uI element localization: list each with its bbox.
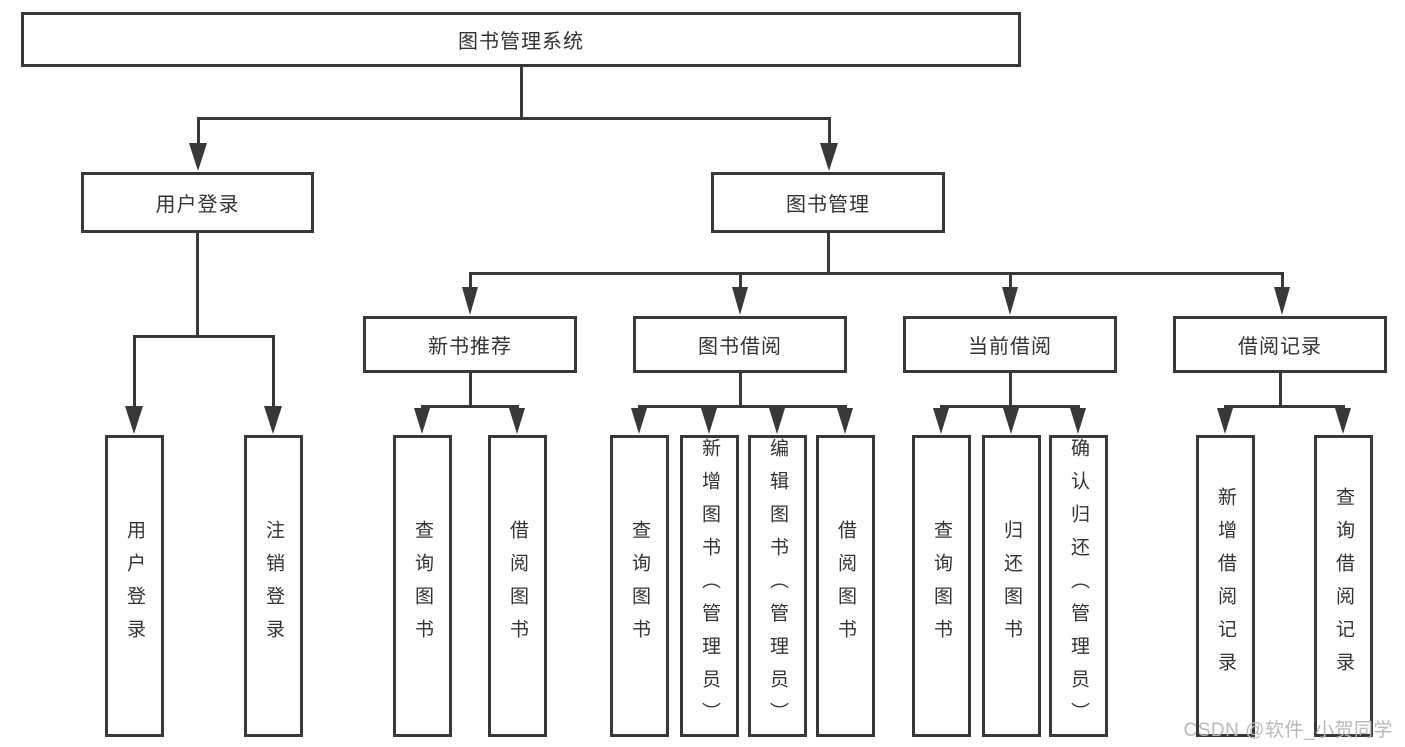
connector-arrow-shaft (827, 120, 831, 143)
arrow-down-icon (837, 408, 853, 434)
node-book-management-module-label: 图书管理 (786, 194, 870, 216)
connector-branch (197, 117, 831, 120)
connector-arrow-shaft (1280, 275, 1284, 287)
node-leaf-records-query-record-label: 查询借阅记录 (1333, 487, 1354, 685)
node-leaf-current-return-books: 归还图书 (982, 435, 1041, 737)
node-leaf-logout: 注销登录 (244, 435, 303, 737)
arrow-down-icon (1274, 287, 1290, 315)
connector-branch (1224, 405, 1345, 408)
arrow-down-icon (125, 406, 143, 434)
arrow-down-icon (933, 408, 949, 434)
arrow-down-icon (732, 287, 748, 315)
arrow-down-icon (264, 406, 282, 434)
arrow-down-icon (701, 408, 717, 434)
node-book-borrowing-label: 图书借阅 (698, 336, 782, 358)
connector-stem (195, 233, 199, 338)
node-new-book-recommend-label: 新书推荐 (428, 336, 512, 358)
node-leaf-borrow-edit-books-admin-label: 编辑图书（管理员） (767, 438, 788, 735)
node-leaf-borrow-add-books-admin: 新增图书（管理员） (680, 435, 739, 737)
arrow-down-icon (1003, 408, 1019, 434)
node-leaf-borrow-add-books-admin-label: 新增图书（管理员） (699, 438, 720, 735)
node-leaf-user-login-label: 用户登录 (124, 520, 145, 652)
node-user-login-module-label: 用户登录 (155, 194, 240, 216)
arrow-down-icon (509, 408, 525, 434)
node-leaf-records-add-record-label: 新增借阅记录 (1215, 487, 1236, 685)
node-leaf-borrow-query-books: 查询图书 (610, 435, 669, 737)
connector-arrow-shaft (738, 275, 742, 287)
node-current-borrowing: 当前借阅 (903, 316, 1117, 373)
arrow-down-icon (414, 408, 430, 434)
node-leaf-borrow-query-books-label: 查询图书 (629, 520, 650, 652)
node-root: 图书管理系统 (21, 12, 1021, 67)
node-current-borrowing-label: 当前借阅 (968, 336, 1052, 358)
node-borrowing-records-label: 借阅记录 (1238, 336, 1322, 358)
node-leaf-logout-label: 注销登录 (263, 520, 284, 652)
arrow-down-icon (820, 143, 838, 171)
node-leaf-borrow-edit-books-admin: 编辑图书（管理员） (748, 435, 807, 737)
arrow-down-icon (631, 408, 647, 434)
connector-stem (738, 373, 742, 408)
node-leaf-current-query-books: 查询图书 (912, 435, 971, 737)
connector-branch (133, 335, 275, 338)
node-leaf-current-return-books-label: 归还图书 (1001, 520, 1022, 652)
node-borrowing-records: 借阅记录 (1173, 316, 1387, 373)
node-leaf-current-query-books-label: 查询图书 (931, 520, 952, 652)
node-leaf-recommend-query-books: 查询图书 (393, 435, 452, 737)
node-user-login-module: 用户登录 (81, 172, 314, 233)
connector-branch (940, 405, 1080, 408)
arrow-down-icon (1217, 408, 1233, 434)
connector-branch (469, 272, 1284, 275)
node-leaf-records-add-record: 新增借阅记录 (1196, 435, 1255, 737)
node-leaf-borrow-borrow-books-label: 借阅图书 (835, 520, 856, 652)
node-root-label: 图书管理系统 (458, 31, 584, 53)
arrow-down-icon (462, 287, 478, 315)
node-new-book-recommend: 新书推荐 (363, 316, 577, 373)
node-book-borrowing: 图书借阅 (633, 316, 847, 373)
arrow-down-icon (769, 408, 785, 434)
node-book-management-module: 图书管理 (711, 172, 945, 233)
node-leaf-current-confirm-return-admin-label: 确认归还（管理员） (1068, 438, 1089, 735)
node-leaf-user-login: 用户登录 (105, 435, 164, 737)
node-leaf-recommend-borrow-books: 借阅图书 (488, 435, 547, 737)
arrow-down-icon (1070, 408, 1086, 434)
connector-arrow-shaft (271, 338, 275, 406)
watermark: CSDN @软件_小贺同学 (1183, 720, 1393, 741)
arrow-down-icon (1335, 408, 1351, 434)
connector-arrow-shaft (196, 120, 200, 143)
connector-arrow-shaft (132, 338, 136, 406)
connector-stem (468, 373, 472, 408)
node-leaf-recommend-borrow-books-label: 借阅图书 (507, 520, 528, 652)
connector-stem (826, 233, 830, 275)
connector-arrow-shaft (1008, 275, 1012, 287)
node-leaf-current-confirm-return-admin: 确认归还（管理员） (1049, 435, 1108, 737)
connector-stem (1008, 373, 1012, 408)
node-leaf-records-query-record: 查询借阅记录 (1314, 435, 1373, 737)
connector-branch (421, 405, 519, 408)
connector-arrow-shaft (468, 275, 472, 287)
node-leaf-recommend-query-books-label: 查询图书 (412, 520, 433, 652)
node-leaf-borrow-borrow-books: 借阅图书 (816, 435, 875, 737)
arrow-down-icon (1002, 287, 1018, 315)
connector-stem (519, 67, 523, 120)
connector-stem (1278, 373, 1282, 408)
arrow-down-icon (189, 143, 207, 171)
connector-branch (638, 405, 847, 408)
